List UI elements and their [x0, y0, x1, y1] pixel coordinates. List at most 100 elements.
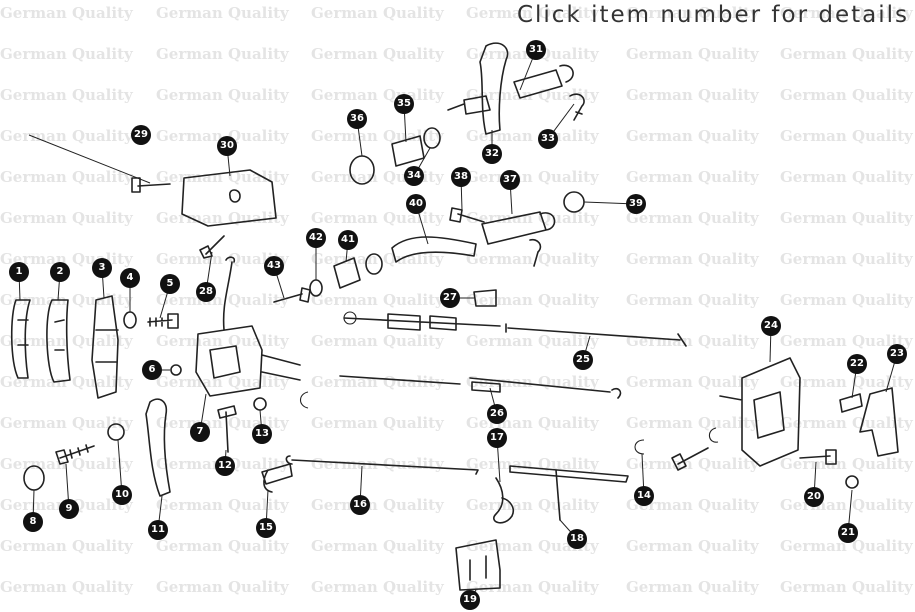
part-29-screw	[131, 177, 171, 193]
callout-34[interactable]: 34	[404, 166, 424, 186]
callout-31[interactable]: 31	[526, 40, 546, 60]
callout-14[interactable]: 14	[634, 486, 654, 506]
watermark-text: German Quality	[780, 4, 913, 22]
callout-12[interactable]: 12	[215, 456, 235, 476]
part-23-striker	[859, 387, 899, 457]
callout-10[interactable]: 10	[112, 485, 132, 505]
watermark-text: German Quality	[626, 250, 759, 268]
watermark-text: German Quality	[466, 209, 599, 227]
callout-32[interactable]: 32	[482, 144, 502, 164]
callout-33[interactable]: 33	[538, 129, 558, 149]
callout-6[interactable]: 6	[142, 360, 162, 380]
part-30-housing	[181, 169, 277, 227]
part-20-screw	[799, 449, 837, 465]
watermark-text: German Quality	[156, 496, 289, 514]
part-ring	[365, 253, 383, 275]
watermark-text: German Quality	[311, 537, 444, 555]
part-10-washer	[107, 423, 125, 441]
watermark-text: German Quality	[156, 373, 289, 391]
watermark-text: German Quality	[626, 168, 759, 186]
callout-22[interactable]: 22	[847, 354, 867, 374]
part-36-grommet	[349, 155, 375, 185]
watermark-text: German Quality	[780, 455, 913, 473]
watermark-text: German Quality	[780, 127, 913, 145]
part-35-cylinder	[391, 135, 425, 167]
callout-24[interactable]: 24	[761, 316, 781, 336]
watermark-text: German Quality	[626, 537, 759, 555]
part-42-washer	[309, 279, 323, 297]
callout-29[interactable]: 29	[131, 125, 151, 145]
callout-16[interactable]: 16	[350, 495, 370, 515]
part-27-clip	[473, 289, 497, 307]
callout-26[interactable]: 26	[487, 404, 507, 424]
watermark-text: German Quality	[780, 250, 913, 268]
watermark-text: German Quality	[311, 127, 444, 145]
callout-17[interactable]: 17	[487, 428, 507, 448]
callout-3[interactable]: 3	[92, 258, 112, 278]
leader-line	[28, 134, 151, 184]
callout-8[interactable]: 8	[23, 512, 43, 532]
watermark-text: German Quality	[780, 168, 913, 186]
callout-21[interactable]: 21	[838, 523, 858, 543]
instruction-text: Click item number for details	[516, 2, 909, 28]
callout-19[interactable]: 19	[460, 590, 480, 610]
callout-42[interactable]: 42	[306, 228, 326, 248]
callout-25[interactable]: 25	[573, 350, 593, 370]
callout-20[interactable]: 20	[804, 487, 824, 507]
part-19-bumper	[455, 539, 501, 591]
part-1-gasket	[10, 299, 31, 379]
watermark-text: German Quality	[311, 291, 444, 309]
callout-7[interactable]: 7	[190, 422, 210, 442]
callout-23[interactable]: 23	[887, 344, 907, 364]
watermark-text: German Quality	[626, 86, 759, 104]
part-16-rod	[285, 455, 479, 475]
part-5-screw	[147, 313, 179, 329]
watermark-text: German Quality	[0, 373, 133, 391]
watermark-text: German Quality	[0, 4, 133, 22]
callout-35[interactable]: 35	[394, 94, 414, 114]
callout-4[interactable]: 4	[120, 268, 140, 288]
part-13-nut	[253, 397, 267, 411]
callout-5[interactable]: 5	[160, 274, 180, 294]
callout-9[interactable]: 9	[59, 499, 79, 519]
callout-36[interactable]: 36	[347, 109, 367, 129]
watermark-text: German Quality	[626, 291, 759, 309]
watermark-text: German Quality	[626, 4, 759, 22]
callout-41[interactable]: 41	[338, 230, 358, 250]
watermark-text: German Quality	[0, 209, 133, 227]
callout-28[interactable]: 28	[196, 282, 216, 302]
watermark-text: German Quality	[156, 537, 289, 555]
watermark-text: German Quality	[156, 4, 289, 22]
callout-18[interactable]: 18	[567, 529, 587, 549]
callout-2[interactable]: 2	[50, 262, 70, 282]
part-17-spring	[493, 477, 515, 524]
callout-38[interactable]: 38	[451, 167, 471, 187]
part-41-sleeve	[333, 257, 361, 289]
callout-27[interactable]: 27	[440, 288, 460, 308]
callout-43[interactable]: 43	[264, 256, 284, 276]
part-12-screw	[217, 405, 237, 453]
part-11-lever	[145, 398, 171, 497]
watermark-text: German Quality	[626, 45, 759, 63]
watermark-text: German Quality	[626, 332, 759, 350]
part-43-screw	[273, 287, 311, 303]
callout-15[interactable]: 15	[256, 518, 276, 538]
callout-37[interactable]: 37	[500, 170, 520, 190]
part-6-clip	[170, 364, 182, 376]
callout-30[interactable]: 30	[217, 136, 237, 156]
watermark-text: German Quality	[626, 127, 759, 145]
watermark-text: German Quality	[780, 414, 913, 432]
part-bolt	[671, 447, 709, 471]
part-38-screw	[449, 207, 485, 223]
callout-40[interactable]: 40	[406, 194, 426, 214]
watermark-text: German Quality	[311, 45, 444, 63]
callout-39[interactable]: 39	[626, 194, 646, 214]
callout-11[interactable]: 11	[148, 520, 168, 540]
watermark-text: German Quality	[466, 578, 599, 596]
callout-1[interactable]: 1	[9, 262, 29, 282]
watermark-text: German Quality	[156, 291, 289, 309]
watermark-text: German Quality	[0, 168, 133, 186]
part-26-rod	[339, 375, 622, 399]
callout-13[interactable]: 13	[252, 424, 272, 444]
